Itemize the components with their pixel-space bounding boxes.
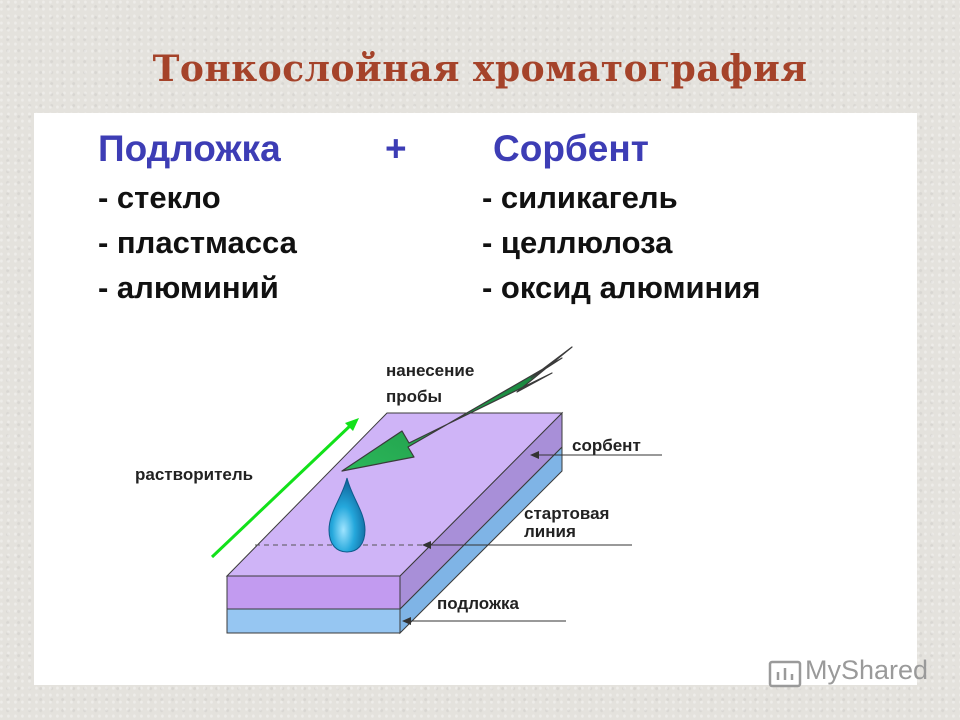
label-sample-application-1: нанесение xyxy=(386,361,474,380)
substrate-item-glass: - стекло xyxy=(98,180,221,215)
header-plus: + xyxy=(385,128,407,169)
sample-arrow xyxy=(341,346,573,472)
watermark-logo-icon xyxy=(768,660,802,688)
substrate-item-plastic: - пластмасса xyxy=(98,225,297,260)
label-sample-application-2: пробы xyxy=(386,387,442,406)
substrate-front-face xyxy=(226,608,401,634)
header-sorbent: Сорбент xyxy=(493,128,649,169)
start-line-leader-arrowhead xyxy=(422,541,431,549)
header-substrate: Подложка xyxy=(98,128,281,169)
solvent-arrow-head xyxy=(345,418,359,431)
label-start-line-2: линия xyxy=(524,522,576,541)
substrate-item-aluminium: - алюминий xyxy=(98,270,279,305)
sorbent-top-face xyxy=(225,412,564,577)
sorbent-leader-arrowhead xyxy=(530,451,539,459)
sorbent-item-cellulose: - целлюлоза xyxy=(482,225,673,260)
solvent-arrow-line xyxy=(210,422,354,559)
label-substrate: подложка xyxy=(437,594,520,613)
substrate-leader-arrowhead xyxy=(402,617,411,625)
sorbent-item-alumina: - оксид алюминия xyxy=(482,270,761,305)
sample-drop xyxy=(328,477,366,553)
label-start-line-1: стартовая xyxy=(524,504,609,523)
watermark-text: MyShared xyxy=(805,655,929,685)
content-panel xyxy=(34,113,917,685)
slide-title: Тонкослойная хроматография xyxy=(152,48,808,90)
sorbent-front-face xyxy=(226,575,401,610)
label-sorbent: сорбент xyxy=(572,436,641,455)
sorbent-item-silica: - силикагель xyxy=(482,180,678,215)
label-solvent: растворитель xyxy=(135,465,253,484)
